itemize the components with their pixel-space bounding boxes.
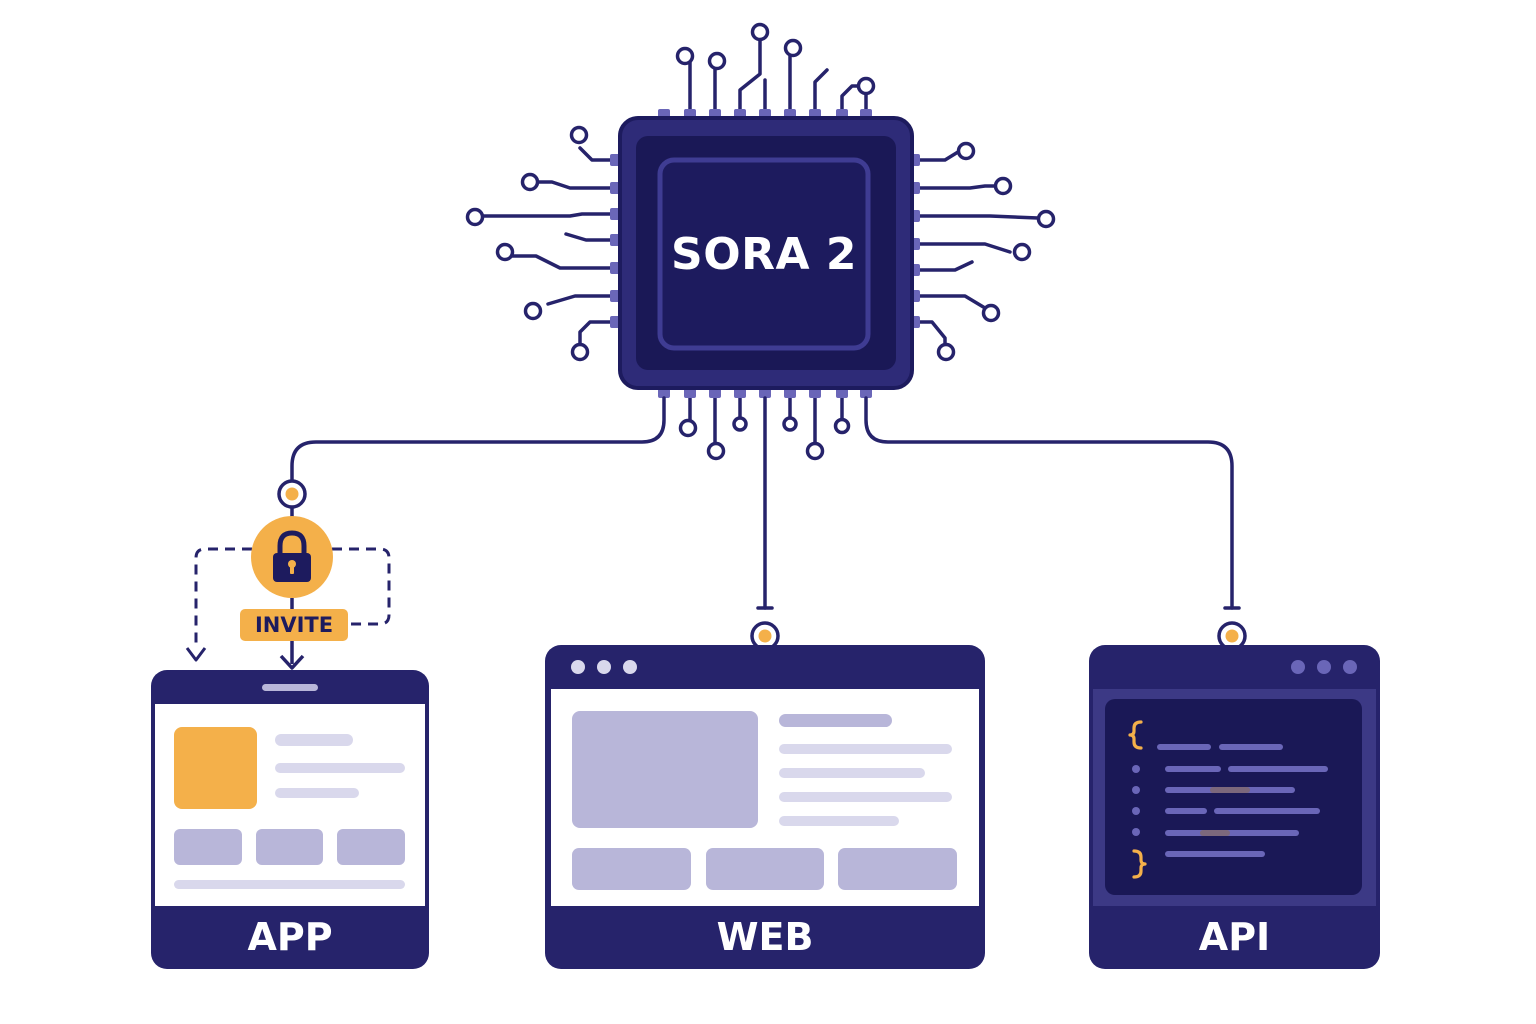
- trace-terminals: [465, 22, 1056, 461]
- api-label: API: [1198, 915, 1271, 959]
- api-panel: [1089, 645, 1380, 969]
- app-panel: [151, 670, 429, 969]
- lock-icon: [273, 530, 311, 582]
- window-dots-icon: [571, 660, 637, 674]
- connector-node-icon: [277, 479, 1247, 651]
- app-label: APP: [247, 915, 333, 959]
- web-label: WEB: [716, 915, 814, 959]
- chip-label: SORA 2: [671, 228, 857, 280]
- window-dots-icon: [1291, 660, 1357, 674]
- chip-traces: [480, 38, 1040, 444]
- web-panel: [545, 645, 985, 969]
- invite-flow: [185, 507, 391, 670]
- invite-badge: [240, 609, 348, 641]
- code-brace-icon: [1128, 720, 1147, 879]
- invite-badge-label: INVITE: [254, 613, 334, 637]
- connector-lines: [290, 396, 1241, 610]
- code-lines: [1132, 744, 1328, 857]
- chip: [618, 116, 914, 390]
